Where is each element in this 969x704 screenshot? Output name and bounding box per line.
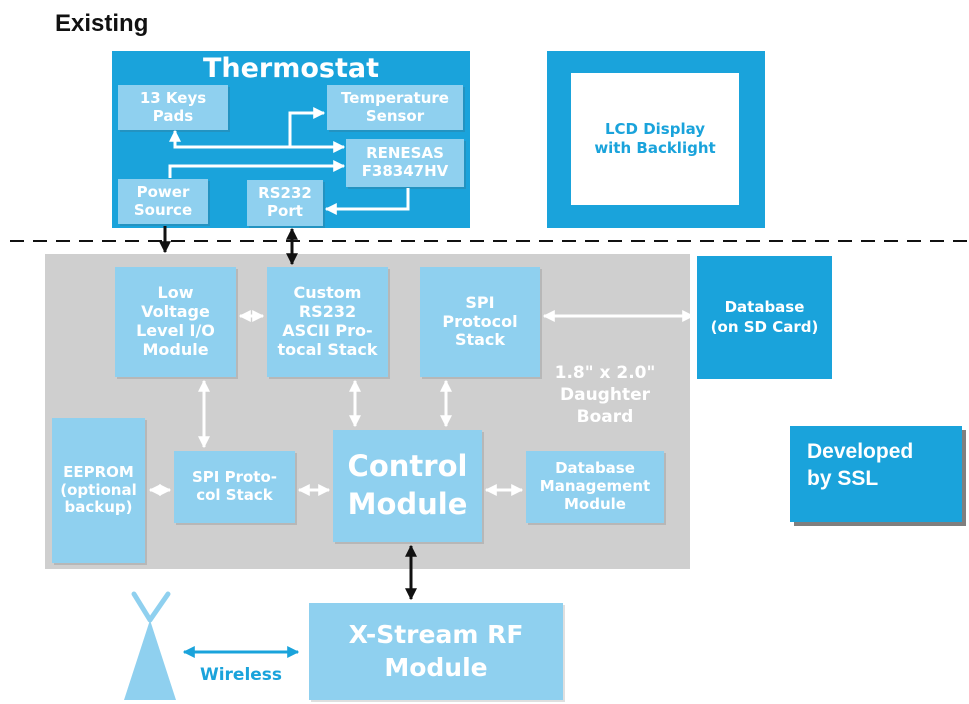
xstream-rf-module-box: X-Stream RF Module	[309, 603, 563, 700]
daughter-board-size-label: 1.8" x 2.0" Daughter Board	[554, 363, 656, 428]
arrow-power-to-renesas	[168, 160, 346, 178]
lcd-display-label: LCD Display with Backlight	[594, 119, 716, 158]
power-source-box: Power Source	[118, 179, 208, 224]
keys-pads-box: 13 Keys Pads	[118, 85, 228, 130]
temperature-sensor-box: Temperature Sensor	[327, 85, 463, 130]
arrow-renesas-to-sensor	[288, 107, 326, 147]
lcd-display-panel: LCD Display with Backlight	[571, 73, 739, 205]
arrow-keys-to-renesas	[169, 129, 346, 153]
custom-rs232-stack-box: Custom RS232 ASCII Pro- tocal Stack	[267, 267, 388, 377]
spi-protocol-stack-mid-box: SPI Proto- col Stack	[174, 451, 295, 523]
renesas-box: RENESAS F38347HV	[346, 139, 464, 187]
control-module-box: Control Module	[333, 430, 482, 542]
database-management-box: Database Management Module	[526, 451, 664, 523]
low-voltage-module-box: Low Voltage Level I/O Module	[115, 267, 236, 377]
spi-protocol-stack-top-box: SPI Protocol Stack	[420, 267, 540, 377]
existing-label: Existing	[55, 10, 149, 37]
rs232-port-box: RS232 Port	[247, 180, 323, 226]
database-sd-label: Database (on SD Card)	[710, 298, 819, 336]
database-sd-box: Database (on SD Card)	[697, 256, 832, 379]
antenna-icon	[124, 591, 176, 700]
arrow-renesas-to-rs232	[324, 188, 410, 215]
eeprom-box: EEPROM (optional backup)	[52, 418, 145, 563]
thermostat-title: Thermostat	[202, 53, 380, 84]
developed-by-ssl-legend: Developed by SSL	[790, 426, 962, 522]
wireless-label: Wireless	[199, 665, 283, 685]
